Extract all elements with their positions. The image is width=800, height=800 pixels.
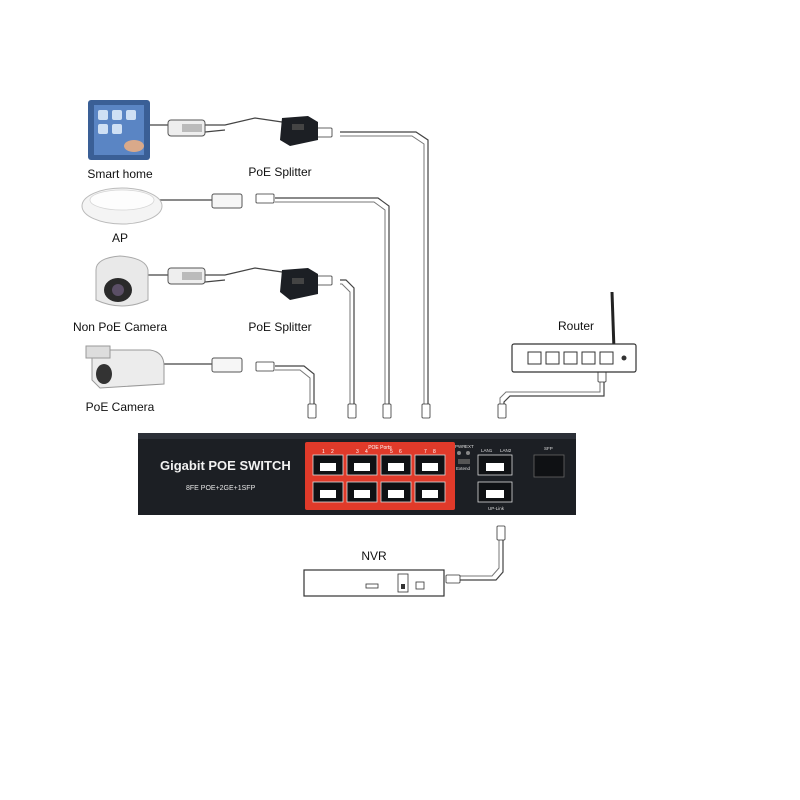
cable-splitter2-to-port4 — [340, 279, 355, 412]
port-numbers: 1 2 3 4 5 6 7 8 — [322, 449, 436, 455]
poe-switch — [138, 433, 576, 515]
ext-label: EXT — [465, 444, 474, 449]
smart-home-device — [88, 100, 206, 160]
cable-splitter1-to-port8 — [340, 131, 429, 412]
label-smart-home: Smart home — [87, 167, 153, 181]
switch-title: Gigabit POE SWITCH — [160, 458, 291, 473]
pwr-led — [457, 451, 461, 455]
ext-led — [466, 451, 470, 455]
sfp-port — [533, 454, 565, 478]
extend-switch — [458, 459, 470, 464]
port-number-5: 5 — [390, 449, 393, 455]
nvr — [303, 569, 445, 597]
switch-subtitle: 8FE POE+2GE+1SFP — [186, 485, 256, 492]
cable-uplink-to-nvr — [456, 540, 504, 581]
label-splitter-mid: PoE Splitter — [248, 320, 311, 334]
sfp-label: SFP — [544, 446, 553, 451]
label-splitter-top: PoE Splitter — [248, 165, 311, 179]
poe-splitter-mid — [280, 268, 318, 300]
extend-label: Extend — [456, 466, 471, 471]
port-number-8: 8 — [433, 449, 436, 455]
port-number-7: 7 — [424, 449, 427, 455]
router — [511, 291, 637, 373]
port-number-4: 4 — [365, 449, 368, 455]
cable-router-to-lan — [503, 378, 605, 412]
non-poe-camera — [95, 255, 206, 307]
cables — [148, 117, 605, 581]
uplink-label: UP-Link — [488, 506, 505, 511]
label-non-poe-camera: Non PoE Camera — [73, 320, 167, 334]
port-number-3: 3 — [356, 449, 359, 455]
access-point — [81, 187, 243, 225]
poe-splitter-top — [280, 116, 318, 146]
port-number-1: 1 — [322, 449, 325, 455]
label-nvr: NVR — [361, 549, 387, 563]
port-number-6: 6 — [399, 449, 402, 455]
cable-camera-to-port2 — [275, 365, 315, 412]
lan1-label: LAN1 — [481, 448, 493, 453]
poe-ports-label: POE Ports — [368, 445, 392, 451]
poe-camera — [85, 345, 243, 389]
label-ap: AP — [112, 231, 128, 245]
cable-ap-to-port6 — [275, 197, 390, 412]
label-router: Router — [558, 319, 594, 333]
pwr-label: PWR — [455, 444, 466, 449]
label-poe-camera: PoE Camera — [86, 400, 155, 414]
rj45-plugs — [255, 127, 607, 584]
lan2-label: LAN2 — [500, 448, 512, 453]
port-number-2: 2 — [331, 449, 334, 455]
